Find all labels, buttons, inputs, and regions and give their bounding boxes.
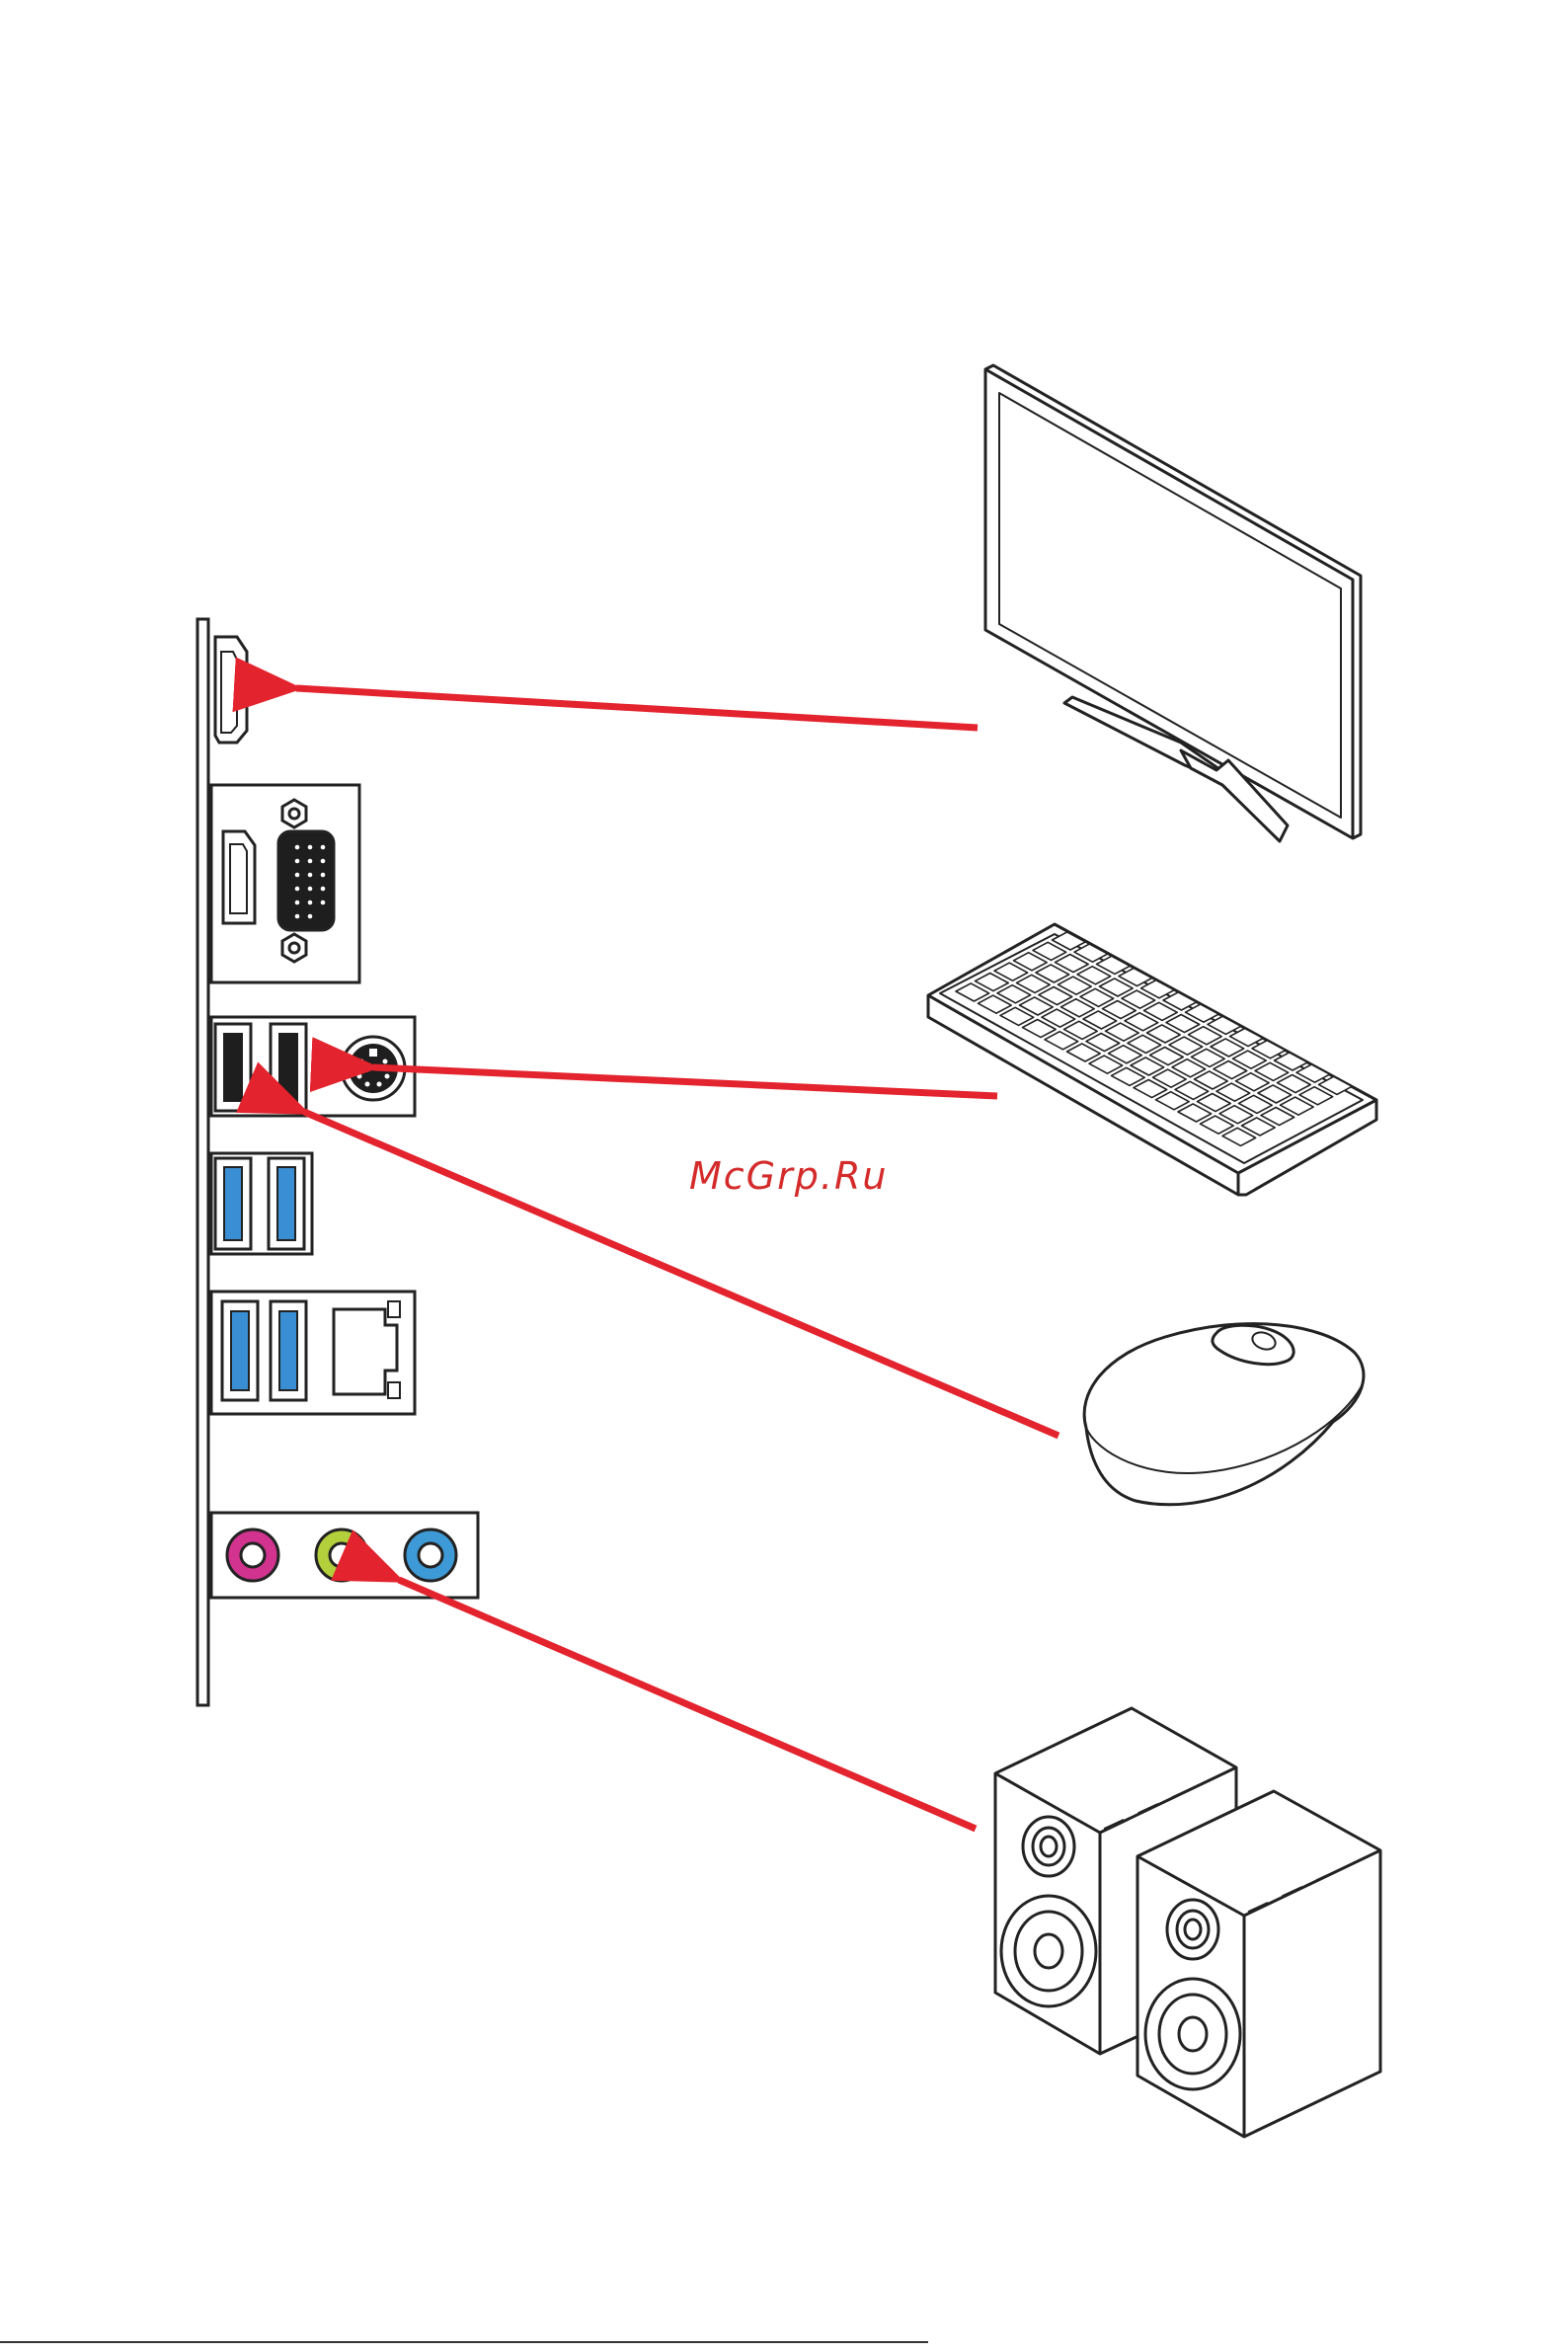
arrow-keyboard-to-usb2 <box>373 1067 997 1096</box>
arrow-monitor-to-hdmi <box>296 688 978 728</box>
arrow-speakers-to-audio <box>399 1580 976 1829</box>
hdmi-port <box>215 637 247 743</box>
keyboard-icon <box>928 924 1376 1195</box>
usb3-port <box>269 1158 304 1249</box>
usb3-port <box>215 1158 251 1249</box>
audio-block <box>211 1513 478 1598</box>
display-io-block <box>211 785 359 982</box>
usb3-port <box>222 1301 258 1400</box>
usb2-port-left <box>215 1024 251 1111</box>
watermark-text: McGrp.Ru <box>689 1154 888 1198</box>
usb2-port-right <box>271 1024 306 1111</box>
io-panel <box>197 619 478 1705</box>
monitor-icon <box>985 365 1361 841</box>
audio-line-out-port <box>316 1529 367 1581</box>
io-bracket <box>197 619 208 1705</box>
speakers-icon <box>995 1708 1380 2137</box>
lan-port <box>334 1301 400 1398</box>
mouse-icon <box>1084 1324 1364 1505</box>
audio-line-in-port <box>405 1529 456 1581</box>
audio-mic-port <box>227 1529 278 1581</box>
speaker-right <box>1137 1791 1380 2137</box>
usb3-lan-block <box>211 1292 415 1414</box>
usb3-port <box>271 1301 306 1400</box>
displayport-port <box>223 831 255 923</box>
arrow-mouse-to-usb2 <box>304 1112 1058 1436</box>
usb3-block <box>211 1153 312 1254</box>
connection-arrows <box>296 688 1058 1829</box>
